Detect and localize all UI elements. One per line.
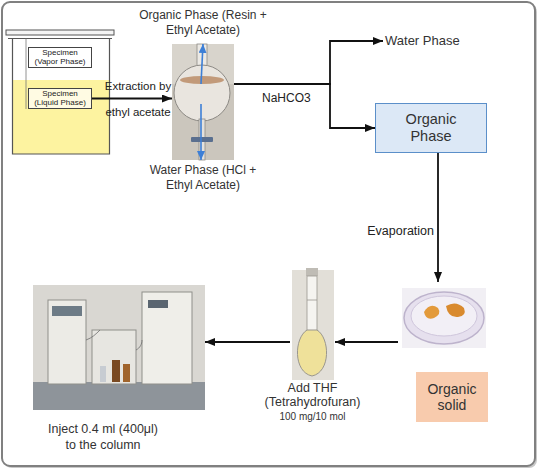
tubing	[86, 330, 142, 350]
process-box: Organic Phase	[375, 103, 487, 153]
detector-unit	[142, 292, 192, 384]
flow-arrow	[335, 341, 398, 343]
node-text: Organic Phase	[399, 111, 463, 144]
container-lid-line	[8, 38, 112, 39]
flask-stopper	[306, 268, 318, 276]
flow-arrow	[92, 98, 172, 100]
solid-photo: Organic solid	[398, 282, 490, 422]
flask-mark	[307, 300, 317, 301]
result-box: Organic solid	[416, 372, 488, 422]
flow-arrow	[205, 341, 290, 343]
node-text: Specimen (Liquid Phase)	[30, 90, 90, 107]
solvent-bottle	[100, 366, 106, 382]
solvent-bottle	[112, 360, 120, 382]
funnel-photo: Organic Phase (Resin + Ethyl Acetate)Wat…	[172, 44, 234, 160]
specimen-box: Specimen (Vapor Phase)	[28, 47, 92, 68]
step-caption: Add THF (Tetrahydrofuran)	[252, 381, 373, 409]
petri-dish-inner	[411, 296, 477, 336]
container-lid	[6, 30, 114, 35]
injector-unit	[92, 330, 136, 384]
node-text: Specimen (Vapor Phase)	[30, 49, 90, 66]
phase-pointer	[200, 104, 202, 160]
detector-display	[148, 300, 168, 308]
organic-solid-piece	[424, 306, 439, 319]
pump-unit	[48, 300, 86, 384]
liquid-fill	[13, 80, 110, 154]
funnel-photo-bg	[172, 44, 234, 160]
specimen-hanger	[26, 39, 27, 110]
flask-photo: Add THF (Tetrahydrofuran)100 mg/10 mol	[290, 268, 335, 380]
solvent-bottle	[123, 364, 130, 382]
flask-neck	[307, 276, 317, 332]
flow-arrow	[437, 153, 439, 282]
flow-arrow	[234, 41, 383, 84]
edge-label: NaHCO3	[262, 91, 322, 106]
hplc-photo-bg	[33, 285, 205, 410]
phase-caption: Water Phase (HCl + Ethyl Acetate)	[143, 163, 263, 193]
step-caption: Inject 0.4 ml (400μl) to the column	[44, 421, 162, 453]
specimen-box: Specimen (Liquid Phase)	[28, 88, 92, 109]
node-text: Water Phase	[385, 34, 460, 48]
flask-bulb	[297, 330, 326, 376]
concentration-note: 100 mg/10 mol	[262, 411, 363, 423]
flow-arrow	[234, 84, 375, 128]
phase-label-box: Water Phase	[383, 32, 465, 50]
edge-label: Extraction by ethyl acetate	[103, 73, 173, 125]
container-wall	[13, 39, 110, 155]
stopcock	[191, 137, 213, 142]
dish-photo-bg	[402, 288, 486, 348]
petri-dish	[404, 292, 484, 344]
organic-solid-piece	[446, 303, 465, 317]
lab-bench	[33, 382, 205, 410]
pump-display	[52, 306, 82, 316]
frame-border	[2, 2, 535, 466]
flask-photo-bg	[292, 270, 334, 380]
edge-label: Evaporation	[356, 224, 434, 239]
phase-caption: Organic Phase (Resin + Ethyl Acetate)	[138, 8, 268, 38]
hplc-photo: Inject 0.4 ml (400μl) to the column	[33, 285, 205, 410]
phase-pointer	[201, 44, 203, 84]
